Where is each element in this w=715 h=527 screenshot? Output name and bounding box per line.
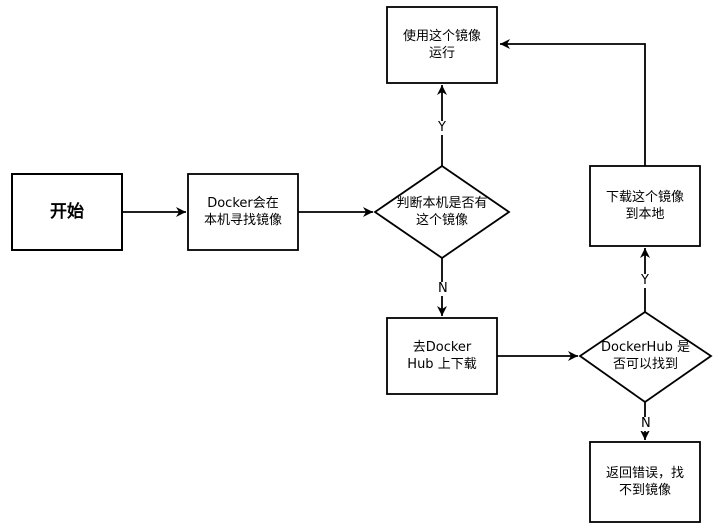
node-download-local-box — [589, 165, 701, 247]
node-local-search-box — [187, 173, 299, 251]
node-check-local-diamond — [373, 164, 511, 260]
node-run-image-box — [386, 6, 498, 84]
edge-label-hub-yes: Y — [640, 273, 650, 288]
node-error-box — [589, 441, 701, 523]
nodes — [11, 6, 713, 523]
edge-label-local-no: N — [437, 281, 449, 296]
edge-download-local-to-run-image — [500, 39, 646, 166]
node-check-hub-diamond — [578, 310, 713, 404]
edge-label-local-yes: Y — [437, 120, 447, 135]
edge-label-hub-no: N — [640, 416, 652, 431]
node-download-hub-box — [386, 317, 498, 395]
node-start-box — [11, 173, 123, 251]
